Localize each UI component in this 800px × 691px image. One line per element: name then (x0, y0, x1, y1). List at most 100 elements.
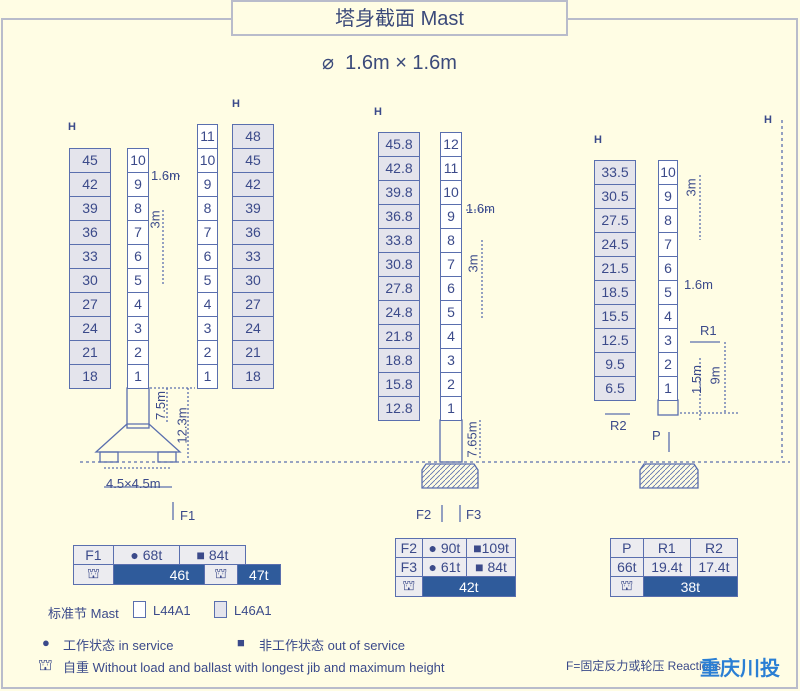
force-label: F2 (395, 538, 423, 558)
in-service-value: ● 61t (421, 557, 468, 577)
mast-a-label: L44A1 (153, 603, 191, 618)
self-weight-icon: ⛫ (38, 657, 53, 674)
height-cell: 45 (232, 148, 274, 173)
section-cell: 1 (197, 364, 218, 389)
diameter-icon: ⌀ (322, 52, 335, 74)
height-cell: 27 (232, 292, 274, 317)
dim-section: 3m (683, 178, 699, 197)
section-cell: 2 (197, 340, 218, 365)
table-middle: F2● 90t■109t F3● 61t■ 84t ⛫42t (395, 538, 517, 597)
height-cell: 27.5 (594, 208, 636, 233)
section-cell: 10 (197, 148, 218, 173)
section-cell: 2 (440, 372, 462, 397)
height-cell: 24.5 (594, 232, 636, 257)
height-cell: 42 (232, 172, 274, 197)
h-label-middle: H (374, 106, 382, 118)
section-cell: 10 (440, 180, 462, 205)
section-cell: 9 (440, 204, 462, 229)
self-weight-value: 47t (236, 564, 282, 585)
dim-base: 7.65m (464, 421, 480, 458)
height-cell: 18 (69, 364, 111, 389)
self-weight-legend: 自重 Without load and ballast with longest… (63, 660, 445, 675)
height-cell: 21.5 (594, 256, 636, 281)
height-cell: 30 (69, 268, 111, 293)
value-r1: 19.4t (642, 557, 691, 577)
force-f2: F2 (416, 507, 432, 522)
r2-label: R2 (610, 418, 627, 433)
mast-legend-label: 标准节 Mast (48, 606, 119, 621)
section-cell: 8 (440, 228, 462, 253)
table-left-b: ⛫47t (204, 564, 282, 585)
height-cell: 27 (69, 292, 111, 317)
dim-section: 3m (465, 254, 481, 273)
self-weight-value: 42t (421, 576, 517, 597)
p-label: P (652, 428, 661, 443)
section-cell: 9 (127, 172, 149, 197)
section-cell: 5 (658, 280, 678, 305)
in-service-value: ● 68t (112, 545, 180, 565)
in-service-value: ● 90t (421, 538, 468, 558)
height-cell: 48 (232, 124, 274, 149)
section-cell: 3 (658, 328, 678, 353)
header-r2: R2 (689, 538, 739, 558)
self-weight-value: 38t (642, 576, 739, 597)
section-cell: 3 (127, 316, 149, 341)
height-cell: 9.5 (594, 352, 636, 377)
height-cell: 21 (69, 340, 111, 365)
section-cell: 9 (197, 172, 218, 197)
out-service-legend: 非工作状态 out of service (259, 638, 405, 653)
height-cell: 21 (232, 340, 274, 365)
section-cell: 7 (197, 220, 218, 245)
height-cell: 36 (232, 220, 274, 245)
reaction-note: F=固定反力或轮压 Reactions (566, 659, 722, 673)
height-cell: 30.5 (594, 184, 636, 209)
dim-width: 1.6m (684, 277, 713, 292)
mast-b-swatch (214, 601, 227, 618)
section-cell: 2 (658, 352, 678, 377)
section-cell: 6 (197, 244, 218, 269)
section-cell: 5 (197, 268, 218, 293)
h-label-left-b: H (232, 98, 240, 110)
height-cell: 45.8 (378, 132, 420, 157)
dim-base-total: 12.3m (174, 407, 190, 444)
height-cell: 21.8 (378, 324, 420, 349)
force-label: F3 (395, 557, 423, 577)
section-size-text: 1.6m × 1.6m (345, 52, 457, 74)
section-cell: 4 (658, 304, 678, 329)
height-cell: 12.8 (378, 396, 420, 421)
height-cell: 18.8 (378, 348, 420, 373)
height-cell: 30 (232, 268, 274, 293)
height-cell: 42 (69, 172, 111, 197)
height-cell: 42.8 (378, 156, 420, 181)
section-size: ⌀ 1.6m × 1.6m (322, 50, 457, 75)
dim-r: 9m (707, 366, 723, 385)
mast-b-label: L46A1 (234, 603, 272, 618)
force-label: F1 (73, 545, 114, 565)
r1-label: R1 (700, 323, 717, 338)
section-cell: 7 (127, 220, 149, 245)
value-p: 66t (610, 557, 644, 577)
section-cell: 4 (197, 292, 218, 317)
section-cell: 4 (127, 292, 149, 317)
height-cell: 39 (232, 196, 274, 221)
value-r2: 17.4t (689, 557, 739, 577)
dim-section: 3m (147, 210, 163, 229)
section-cell: 8 (197, 196, 218, 221)
height-cell: 18 (232, 364, 274, 389)
height-cell: 39 (69, 196, 111, 221)
section-cell: 3 (197, 316, 218, 341)
section-cell: 5 (127, 268, 149, 293)
height-cell: 15.8 (378, 372, 420, 397)
height-cell: 27.8 (378, 276, 420, 301)
section-cell: 11 (440, 156, 462, 181)
h-label-total: H (764, 114, 772, 126)
height-cell: 33 (232, 244, 274, 269)
section-cell: 1 (658, 376, 678, 401)
self-weight-icon: ⛫ (204, 564, 238, 585)
section-cell: 6 (440, 276, 462, 301)
section-cell: 10 (127, 148, 149, 173)
dim-base: 7.5m (152, 391, 168, 420)
out-service-value: ■ 84t (178, 545, 247, 565)
section-cell: 9 (658, 184, 678, 209)
